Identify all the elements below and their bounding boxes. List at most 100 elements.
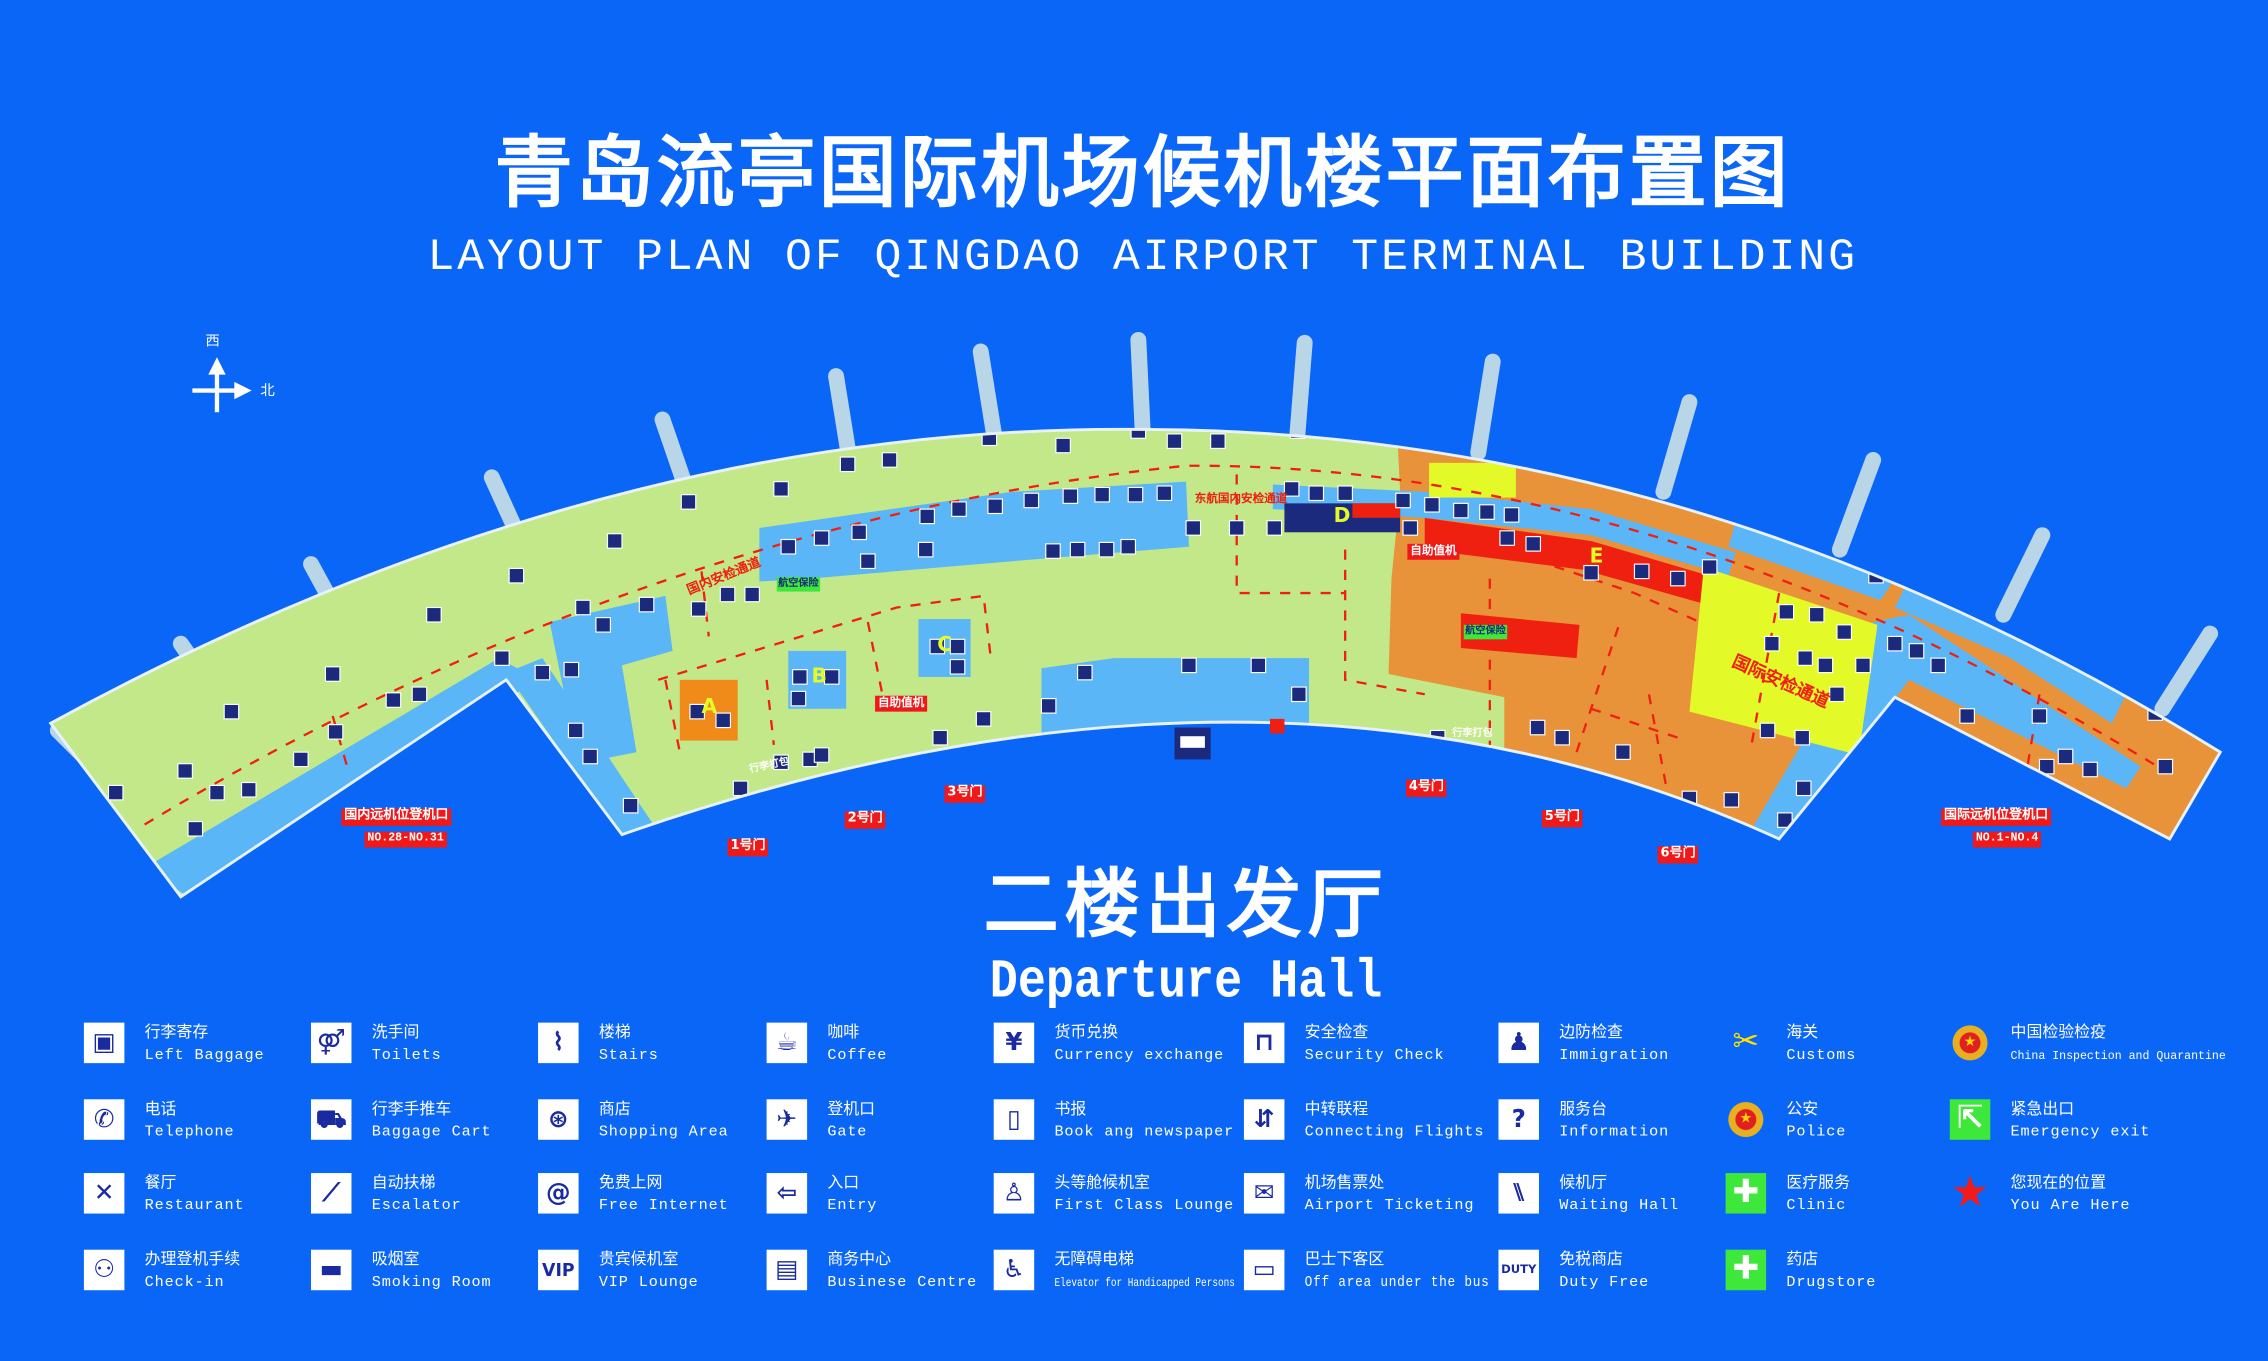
- map-facility-icon[interactable]: [690, 601, 707, 617]
- map-facility-icon[interactable]: [975, 711, 992, 727]
- map-facility-icon[interactable]: [929, 638, 946, 655]
- map-facility-icon[interactable]: [595, 617, 611, 633]
- map-facility-icon[interactable]: [1797, 650, 1813, 666]
- map-facility-icon[interactable]: [1777, 812, 1793, 828]
- map-facility-icon[interactable]: [223, 703, 240, 720]
- map-facility-icon[interactable]: [773, 481, 789, 497]
- map-facility-icon[interactable]: [1503, 507, 1520, 523]
- map-facility-icon[interactable]: [1337, 485, 1353, 502]
- map-facility-icon[interactable]: [1795, 780, 1812, 797]
- map-facility-icon[interactable]: [1930, 657, 1947, 674]
- map-facility-icon[interactable]: [638, 596, 655, 613]
- map-facility-icon[interactable]: [860, 553, 876, 570]
- map-facility-icon[interactable]: [1127, 486, 1144, 503]
- map-facility-icon[interactable]: [622, 797, 639, 814]
- map-facility-icon[interactable]: [839, 456, 856, 473]
- map-facility-icon[interactable]: [1698, 809, 1715, 826]
- map-facility-icon[interactable]: [1395, 492, 1411, 509]
- map-facility-icon[interactable]: [813, 530, 830, 546]
- map-facility-icon[interactable]: [1098, 541, 1115, 558]
- map-facility-icon[interactable]: [1181, 657, 1197, 674]
- map-facility-icon[interactable]: [680, 494, 697, 510]
- map-facility-icon[interactable]: [1633, 563, 1650, 580]
- map-facility-icon[interactable]: [1045, 543, 1061, 559]
- map-facility-icon[interactable]: [2157, 758, 2174, 775]
- map-facility-icon[interactable]: [567, 722, 584, 739]
- map-facility-icon[interactable]: [1615, 744, 1631, 760]
- map-facility-icon[interactable]: [780, 538, 797, 555]
- map-facility-icon[interactable]: [881, 452, 898, 468]
- map-facility-icon[interactable]: [385, 692, 402, 708]
- map-facility-icon[interactable]: [1130, 424, 1147, 439]
- map-facility-icon[interactable]: [293, 751, 309, 768]
- map-facility-icon[interactable]: [813, 747, 830, 763]
- map-facility-icon[interactable]: [1228, 520, 1245, 536]
- map-facility-icon[interactable]: [1701, 559, 1718, 575]
- map-facility-icon[interactable]: [919, 508, 935, 525]
- map-facility-icon[interactable]: [2082, 761, 2098, 778]
- map-facility-icon[interactable]: [1424, 496, 1440, 513]
- map-facility-icon[interactable]: [792, 669, 808, 685]
- map-facility-icon[interactable]: [1062, 488, 1079, 504]
- map-facility-icon[interactable]: [1120, 538, 1137, 555]
- map-facility-icon[interactable]: [951, 501, 967, 517]
- map-facility-icon[interactable]: [715, 712, 732, 729]
- map-facility-icon[interactable]: [1308, 485, 1325, 502]
- map-facility-icon[interactable]: [1583, 773, 1599, 789]
- map-facility-icon[interactable]: [494, 650, 510, 666]
- map-facility-icon[interactable]: [917, 541, 934, 558]
- map-facility-icon[interactable]: [1670, 570, 1686, 587]
- map-facility-icon[interactable]: [1250, 657, 1267, 674]
- map-facility-icon[interactable]: [851, 524, 867, 541]
- map-facility-icon[interactable]: [1759, 722, 1776, 739]
- map-facility-icon[interactable]: [1908, 643, 1925, 659]
- map-facility-icon[interactable]: [1077, 664, 1093, 681]
- map-facility-icon[interactable]: [1069, 541, 1086, 558]
- map-facility-icon[interactable]: [1817, 657, 1834, 674]
- map-facility-icon[interactable]: [1887, 635, 1903, 652]
- map-facility-icon[interactable]: [1210, 433, 1226, 449]
- map-facility-icon[interactable]: [107, 784, 124, 801]
- map-facility-icon[interactable]: [2057, 748, 2074, 765]
- map-facility-icon[interactable]: [1040, 698, 1057, 714]
- map-facility-icon[interactable]: [324, 666, 341, 682]
- map-facility-icon[interactable]: [1283, 481, 1300, 497]
- map-facility-icon[interactable]: [187, 820, 204, 837]
- map-facility-icon[interactable]: [1836, 624, 1853, 640]
- map-facility-icon[interactable]: [1778, 604, 1795, 620]
- map-facility-icon[interactable]: [426, 606, 442, 623]
- map-facility-icon[interactable]: [534, 664, 551, 681]
- map-facility-icon[interactable]: [949, 658, 966, 675]
- map-facility-icon[interactable]: [1583, 564, 1599, 581]
- map-facility-icon[interactable]: [575, 599, 591, 616]
- map-facility-icon[interactable]: [732, 780, 749, 797]
- map-facility-icon[interactable]: [1291, 686, 1307, 703]
- map-facility-icon[interactable]: [1855, 657, 1871, 674]
- map-facility-icon[interactable]: [1166, 433, 1183, 449]
- map-facility-icon[interactable]: [744, 586, 760, 603]
- map-facility-icon[interactable]: [209, 784, 225, 801]
- map-facility-icon[interactable]: [411, 686, 428, 703]
- map-facility-icon[interactable]: [1808, 606, 1825, 623]
- map-facility-icon[interactable]: [689, 703, 705, 720]
- map-facility-icon[interactable]: [932, 729, 948, 746]
- map-facility-icon[interactable]: [327, 724, 344, 740]
- map-facility-icon[interactable]: [719, 586, 736, 603]
- map-facility-icon[interactable]: [240, 781, 257, 798]
- map-facility-icon[interactable]: [1479, 504, 1495, 520]
- map-facility-icon[interactable]: [1185, 520, 1202, 536]
- map-facility-icon[interactable]: [790, 690, 807, 707]
- map-facility-icon[interactable]: [823, 669, 840, 685]
- bus-drop-off-icon[interactable]: [1174, 727, 1211, 760]
- map-facility-icon[interactable]: [1094, 486, 1110, 503]
- map-facility-icon[interactable]: [949, 638, 966, 655]
- map-facility-icon[interactable]: [1402, 520, 1419, 536]
- map-facility-icon[interactable]: [1453, 502, 1469, 519]
- map-facility-icon[interactable]: [1764, 635, 1780, 652]
- map-facility-icon[interactable]: [1959, 708, 1975, 724]
- map-facility-icon[interactable]: [1156, 485, 1173, 502]
- map-facility-icon[interactable]: [2031, 708, 2048, 724]
- map-facility-icon[interactable]: [773, 754, 789, 771]
- map-facility-icon[interactable]: [606, 533, 623, 549]
- map-facility-icon[interactable]: [563, 661, 580, 678]
